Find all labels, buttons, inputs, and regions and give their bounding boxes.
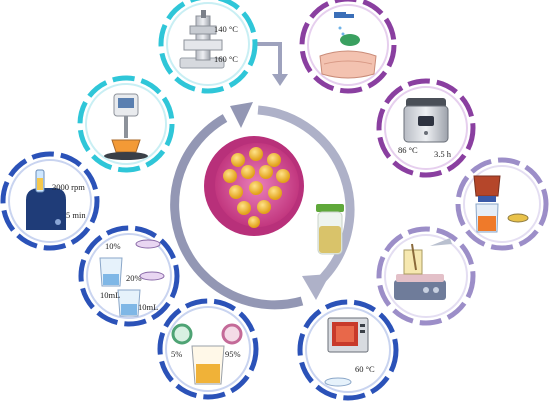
step-cooker: 86 °C 3.5 h [376, 78, 476, 178]
cooker-time: 3.5 h [434, 149, 452, 159]
step-filtration [455, 157, 549, 251]
step-dilution: 10% 20% 10mL 10mL [78, 225, 180, 327]
ring-oven [297, 299, 399, 401]
granule [223, 169, 237, 183]
connector-arrow [255, 42, 282, 78]
granule [249, 147, 263, 161]
ring-extrusion [158, 0, 258, 94]
ethanol-beaker-icon [171, 323, 243, 385]
jar-powder [319, 226, 341, 253]
ring-cooker [376, 78, 476, 178]
dilution-pct-a: 10% [105, 241, 121, 251]
granule [257, 200, 271, 214]
ring-filtration [455, 157, 549, 251]
ring-centrifuge [0, 151, 100, 251]
step-stirring [376, 226, 476, 326]
cycle-arrow-left [170, 114, 304, 310]
dilution-vol-a: 10mL [100, 290, 120, 300]
dilution-vol-b: 10mL [138, 302, 158, 312]
ethanol-pct-high: 95% [225, 349, 241, 359]
center-granules [204, 136, 344, 255]
oven-temp: 60 °C [355, 364, 375, 374]
granule [241, 165, 255, 179]
connector-arrowhead [272, 74, 288, 86]
granule [276, 169, 290, 183]
dilution-pct-b: 20% [126, 273, 142, 283]
step-washing [299, 0, 397, 94]
extruder-icon [179, 10, 225, 69]
cooker-temp: 86 °C [398, 145, 418, 155]
ring-stirring [376, 226, 476, 326]
granule [237, 201, 251, 215]
filtration-icon [473, 175, 529, 233]
granule [267, 153, 281, 167]
granule [259, 165, 273, 179]
granule [248, 216, 260, 228]
starch-granules [223, 147, 290, 228]
cycle-arrows [170, 42, 355, 310]
panel-dilution [86, 233, 172, 319]
hotplate-icon [394, 238, 452, 300]
cycle-arrowhead-right [302, 274, 330, 300]
step-extrusion: 140 °C 160 °C [158, 0, 258, 94]
extrusion-temp-top: 140 °C [214, 24, 238, 34]
washing-icon [319, 12, 377, 79]
step-centrifuge: 3000 rpm 5 min [0, 151, 100, 251]
granule [231, 153, 245, 167]
step-ethanol: 5% 95% [157, 298, 259, 400]
ring-ethanol [157, 298, 259, 400]
step-rheometer [77, 75, 175, 173]
centrifuge-time: 5 min [66, 210, 86, 220]
centrifuge-icon [26, 169, 66, 230]
jar-lid [316, 204, 344, 212]
sample-jar [316, 204, 344, 255]
cycle-arrow-right [257, 105, 355, 287]
cooker-icon [403, 98, 449, 143]
granule [268, 186, 282, 200]
extrusion-temp-bottom: 160 °C [214, 54, 238, 64]
granule [229, 185, 243, 199]
beakers-icon [99, 239, 165, 317]
cycle-arrowhead-left [230, 102, 253, 128]
ring-rheometer [77, 75, 175, 173]
oven-icon [324, 317, 369, 387]
granule [249, 181, 263, 195]
ethanol-pct-low: 5% [171, 349, 182, 359]
centrifuge-speed: 3000 rpm [52, 182, 85, 192]
step-oven: 60 °C [297, 299, 399, 401]
ring-dilution [78, 225, 180, 327]
ring-washing [299, 0, 397, 94]
rheometer-icon [104, 93, 148, 160]
